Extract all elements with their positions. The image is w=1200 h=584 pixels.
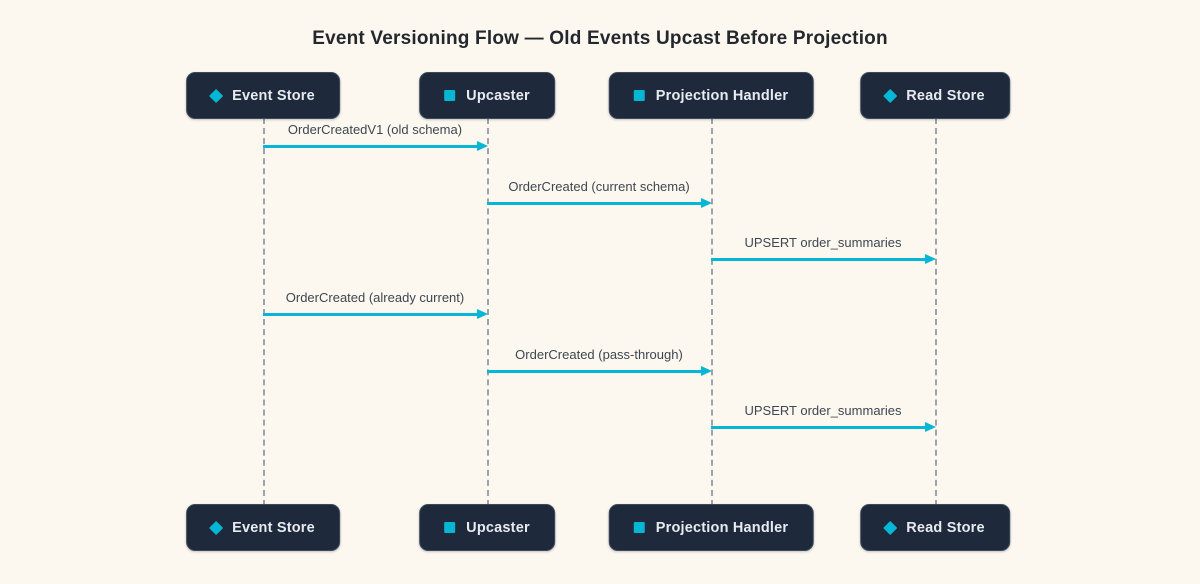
arrowhead-icon [701, 198, 712, 208]
square-icon [633, 522, 645, 533]
message-ordercreated-already-current: OrderCreated (already current) [263, 290, 488, 321]
actor-event-store-top: Event Store [186, 72, 340, 119]
diagram-title: Event Versioning Flow — Old Events Upcas… [312, 28, 888, 49]
actor-upcaster-bottom: Upcaster [419, 504, 555, 551]
message-label: OrderCreated (current schema) [508, 179, 690, 194]
message-label: UPSERT order_summaries [744, 235, 902, 250]
actor-event-store-bottom: Event Store [186, 504, 340, 551]
message-ordercreatedv1-old-schema: OrderCreatedV1 (old schema) [263, 122, 488, 153]
actor-label: Upcaster [466, 519, 530, 536]
actor-label: Event Store [232, 519, 315, 536]
actor-label: Read Store [906, 87, 985, 104]
arrow-right [263, 309, 488, 321]
actor-label: Event Store [232, 87, 315, 104]
message-ordercreated-current-schema: OrderCreated (current schema) [487, 179, 712, 210]
message-upsert-order-summaries-1: UPSERT order_summaries [711, 235, 936, 266]
actor-projection-handler-bottom: Projection Handler [608, 504, 814, 551]
arrowhead-icon [925, 422, 936, 432]
actor-label: Projection Handler [655, 87, 789, 104]
diamond-icon [883, 520, 898, 535]
lifeline-projection-handler [711, 118, 713, 506]
square-icon [633, 90, 645, 101]
message-label: UPSERT order_summaries [744, 403, 902, 418]
actor-projection-handler-top: Projection Handler [608, 72, 814, 119]
actor-read-store-top: Read Store [860, 72, 1010, 119]
message-label: OrderCreated (already current) [285, 290, 465, 305]
lifeline-upcaster [487, 118, 489, 506]
arrowhead-icon [477, 309, 488, 319]
arrowhead-icon [477, 141, 488, 151]
square-icon [444, 522, 456, 533]
message-label: OrderCreatedV1 (old schema) [287, 122, 463, 137]
arrow-right [711, 254, 936, 266]
actor-label: Projection Handler [655, 519, 789, 536]
actor-upcaster-top: Upcaster [419, 72, 555, 119]
lifeline-read-store [935, 118, 937, 506]
diamond-icon [883, 88, 898, 103]
arrow-right [487, 366, 712, 378]
message-upsert-order-summaries-2: UPSERT order_summaries [711, 403, 936, 434]
arrowhead-icon [701, 366, 712, 376]
message-label: OrderCreated (pass-through) [515, 347, 683, 362]
actor-label: Read Store [906, 519, 985, 536]
lifeline-event-store [263, 118, 265, 506]
diamond-icon [209, 520, 224, 535]
actor-label: Upcaster [466, 87, 530, 104]
square-icon [444, 90, 456, 101]
arrowhead-icon [925, 254, 936, 264]
arrow-right [263, 141, 488, 153]
actor-read-store-bottom: Read Store [860, 504, 1010, 551]
message-ordercreated-pass-through: OrderCreated (pass-through) [487, 347, 712, 378]
arrow-right [711, 422, 936, 434]
diamond-icon [209, 88, 224, 103]
arrow-right [487, 198, 712, 210]
